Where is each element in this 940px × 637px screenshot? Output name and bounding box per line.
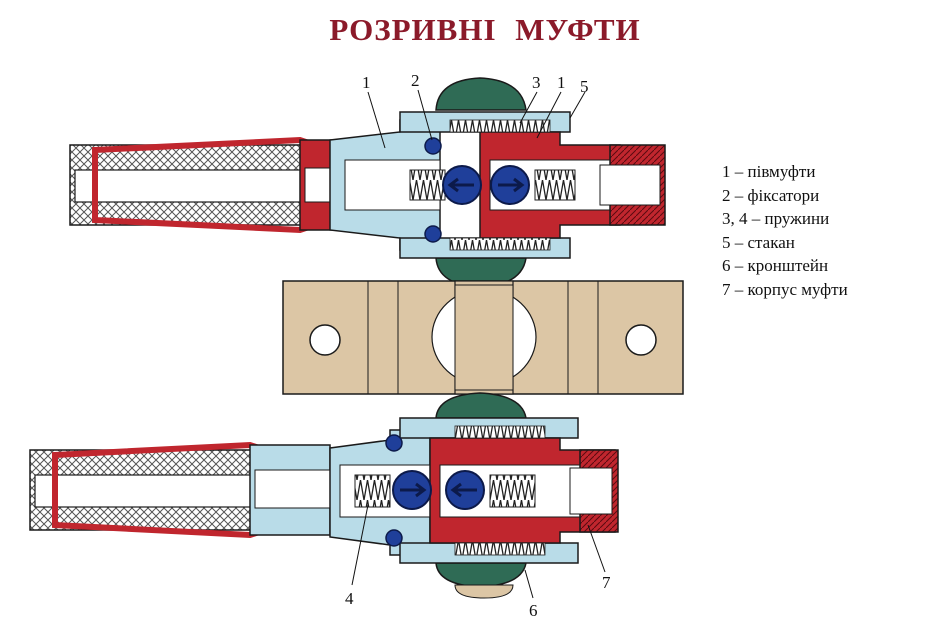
bracket-hole-left: [309, 324, 341, 356]
bottom-bracket-lip: [454, 584, 514, 599]
top-hose-bore: [74, 169, 316, 203]
legend-item: 7 – корпус муфти: [722, 279, 848, 299]
bracket: [282, 280, 684, 395]
top-spring-outer-upper: [449, 119, 551, 133]
callout-numbers: 1 2 3 1 5 4 6 7: [345, 71, 611, 620]
bottom-spring-outer-upper: [454, 425, 546, 439]
bottom-coupling: [29, 392, 619, 599]
bottom-spring-inner-right: [489, 474, 536, 508]
callout-top-3: 3: [532, 73, 541, 92]
top-spring-inner-left: [409, 169, 446, 201]
bracket-hole-right: [625, 324, 657, 356]
leader-top-1b: [536, 91, 562, 139]
bottom-arrow-right-icon: [450, 482, 477, 498]
legend-item: 5 – стакан: [722, 232, 795, 252]
top-spring-inner-right: [534, 169, 576, 201]
bottom-clamp-lower: [435, 562, 527, 588]
leader-top-1a: [367, 91, 386, 149]
callout-bottom-4: 4: [345, 589, 354, 608]
bottom-nipple-bore: [254, 469, 336, 509]
bottom-hose-bore: [34, 474, 281, 508]
top-arrow-left-icon: [447, 177, 474, 193]
top-lock-ball-upper: [424, 137, 442, 155]
bottom-lock-ball-upper: [385, 434, 403, 452]
callout-bottom-7: 7: [602, 573, 611, 592]
top-thread-bore: [599, 164, 661, 206]
bottom-lock-ball-lower: [385, 529, 403, 547]
top-arrow-right-icon: [498, 177, 525, 193]
bottom-spring-inner-left: [354, 474, 391, 508]
leader-lines: [351, 89, 606, 599]
bottom-thread-bore: [569, 467, 613, 515]
leader-bottom-6: [524, 569, 534, 599]
leader-top-3: [519, 91, 538, 124]
callout-top-5: 5: [580, 77, 589, 96]
bottom-spring-outer-lower: [454, 542, 546, 556]
legend-item: 6 – кронштейн: [722, 256, 829, 275]
top-spring-outer-lower: [449, 237, 551, 251]
top-lock-ball-lower: [424, 225, 442, 243]
leader-bottom-4: [351, 504, 369, 586]
callout-top-1a: 1: [362, 73, 371, 92]
bottom-arrow-left-icon: [400, 482, 427, 498]
callout-bottom-6: 6: [529, 601, 538, 620]
parts-legend: 1 – півмуфти 2 – фіксатори 3, 4 – пружин…: [722, 160, 848, 301]
top-clamp-upper: [435, 77, 527, 111]
callout-top-1b: 1: [557, 73, 566, 92]
legend-item: 2 – фіксатори: [722, 185, 820, 205]
diagram-title: РОЗРИВНІ МУФТИ: [329, 12, 641, 47]
legend-item: 1 – півмуфти: [722, 162, 816, 181]
callout-top-2: 2: [411, 71, 420, 90]
leader-top-5: [569, 91, 586, 119]
bracket-center-insert: [454, 284, 514, 391]
leader-top-2: [417, 89, 433, 141]
legend-item: 3, 4 – пружини: [722, 209, 830, 228]
top-coupling: [69, 77, 666, 288]
leader-bottom-7: [587, 524, 606, 573]
bottom-clamp-upper: [435, 392, 527, 419]
